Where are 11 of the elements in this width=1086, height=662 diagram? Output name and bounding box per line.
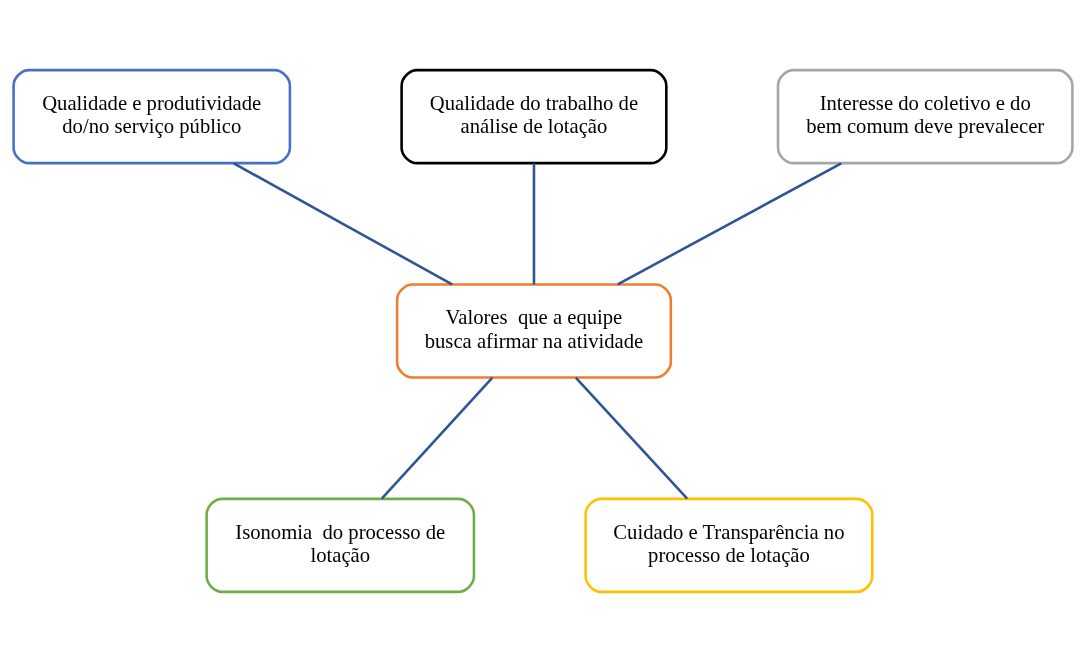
node-box: Cuidado e Transparência no processo de lotação: [584, 497, 874, 594]
node-box: Qualidade e produtividade do/no serviço público: [12, 68, 292, 165]
node-box: Valores que a equipe busca afirmar na atividade: [395, 283, 673, 379]
node-box: Interesse do coletivo e do bem comum deve prevalecer: [776, 68, 1074, 165]
connector: [233, 162, 453, 286]
connector: [380, 376, 494, 500]
node-box: Isonomia do processo de lotação: [205, 497, 476, 594]
connector: [574, 376, 689, 500]
connector: [532, 163, 536, 285]
connector: [617, 162, 842, 286]
node-box: Qualidade do trabalho de análise de lotação: [400, 68, 668, 165]
